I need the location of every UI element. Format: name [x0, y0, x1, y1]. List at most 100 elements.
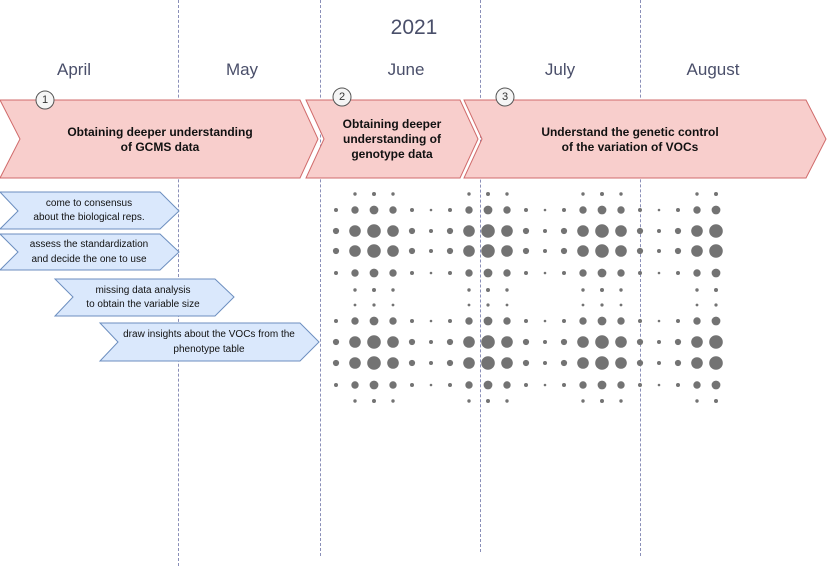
pattern-dot: [595, 335, 609, 349]
pattern-dot: [501, 245, 513, 257]
pattern-dot: [636, 359, 644, 367]
pattern-dot: [600, 399, 604, 403]
dot-pattern-icon: [332, 192, 723, 403]
pattern-dot: [709, 224, 723, 238]
pattern-dot: [676, 383, 680, 387]
pattern-dot: [448, 271, 452, 275]
pattern-dot: [332, 247, 340, 255]
pattern-dot: [657, 383, 661, 387]
pattern-dot: [543, 340, 547, 344]
pattern-dot: [657, 249, 661, 253]
pattern-dot: [465, 206, 473, 214]
pattern-dot: [353, 288, 357, 292]
pattern-dot: [372, 192, 376, 196]
pattern-dot: [638, 319, 642, 323]
pattern-dot: [615, 357, 627, 369]
pattern-dot: [562, 319, 566, 323]
pattern-dot: [638, 208, 642, 212]
pattern-dot: [429, 208, 433, 212]
pattern-dot: [391, 303, 395, 307]
pattern-dot: [334, 319, 338, 323]
pattern-dot: [463, 357, 475, 369]
pattern-dot: [463, 245, 475, 257]
pattern-dot: [410, 383, 414, 387]
task-label-4: draw insights about the VOCs from the ph…: [123, 329, 295, 355]
pattern-dot: [486, 288, 490, 292]
pattern-dot: [693, 317, 701, 325]
pattern-dot: [657, 340, 661, 344]
pattern-dot: [636, 338, 644, 346]
pattern-dot: [595, 224, 609, 238]
pattern-dot: [619, 288, 623, 292]
pattern-dot: [600, 288, 604, 292]
pattern-dot: [524, 271, 528, 275]
pattern-dot: [429, 271, 433, 275]
pattern-dot: [353, 399, 357, 403]
pattern-dot: [709, 356, 723, 370]
pattern-dot: [486, 192, 490, 196]
pattern-dot: [332, 338, 340, 346]
pattern-dot: [429, 383, 433, 387]
pattern-dot: [465, 381, 473, 389]
pattern-dot: [657, 229, 661, 233]
month-label-may: May: [225, 60, 259, 79]
pattern-dot: [505, 288, 509, 292]
pattern-dot: [711, 380, 721, 390]
pattern-dot: [562, 383, 566, 387]
pattern-dot: [351, 381, 359, 389]
pattern-dot: [709, 244, 723, 258]
pattern-dot: [481, 244, 495, 258]
pattern-dot: [695, 288, 699, 292]
pattern-dot: [446, 338, 454, 346]
pattern-dot: [367, 224, 381, 238]
pattern-dot: [695, 303, 699, 307]
pattern-dot: [619, 303, 623, 307]
pattern-dot: [369, 205, 379, 215]
pattern-dot: [389, 317, 397, 325]
pattern-dot: [446, 359, 454, 367]
pattern-dot: [595, 244, 609, 258]
pattern-dot: [560, 359, 568, 367]
pattern-dot: [429, 229, 433, 233]
month-label-july: July: [544, 60, 576, 79]
pattern-dot: [597, 205, 607, 215]
pattern-dot: [463, 225, 475, 237]
pattern-dot: [581, 192, 585, 196]
phase-label-1: Obtaining deeper understanding of GCMS d…: [67, 125, 253, 154]
pattern-dot: [543, 271, 547, 275]
pattern-dot: [349, 357, 361, 369]
pattern-dot: [709, 335, 723, 349]
pattern-dot: [391, 399, 395, 403]
pattern-dot: [543, 249, 547, 253]
pattern-dot: [579, 206, 587, 214]
pattern-dot: [387, 336, 399, 348]
pattern-dot: [695, 399, 699, 403]
month-divider: [480, 0, 481, 552]
pattern-dot: [448, 208, 452, 212]
pattern-dot: [577, 336, 589, 348]
pattern-dot: [619, 192, 623, 196]
pattern-dot: [369, 268, 379, 278]
month-divider: [640, 0, 641, 556]
phase-number-2: 2: [338, 91, 346, 103]
pattern-dot: [617, 206, 625, 214]
pattern-dot: [577, 225, 589, 237]
pattern-dot: [691, 336, 703, 348]
pattern-dot: [446, 227, 454, 235]
pattern-dot: [486, 303, 490, 307]
pattern-dot: [467, 288, 471, 292]
pattern-dot: [615, 245, 627, 257]
pattern-dot: [657, 208, 661, 212]
task-label-2: assess the standardization and decide th…: [29, 239, 149, 265]
pattern-dot: [674, 227, 682, 235]
pattern-dot: [657, 271, 661, 275]
pattern-dot: [349, 336, 361, 348]
task-label-1: come to consensus about the biological r…: [33, 197, 145, 224]
pattern-dot: [560, 247, 568, 255]
pattern-dot: [351, 206, 359, 214]
pattern-dot: [391, 288, 395, 292]
pattern-dot: [503, 269, 511, 277]
pattern-dot: [695, 192, 699, 196]
pattern-dot: [429, 249, 433, 253]
pattern-dot: [369, 380, 379, 390]
